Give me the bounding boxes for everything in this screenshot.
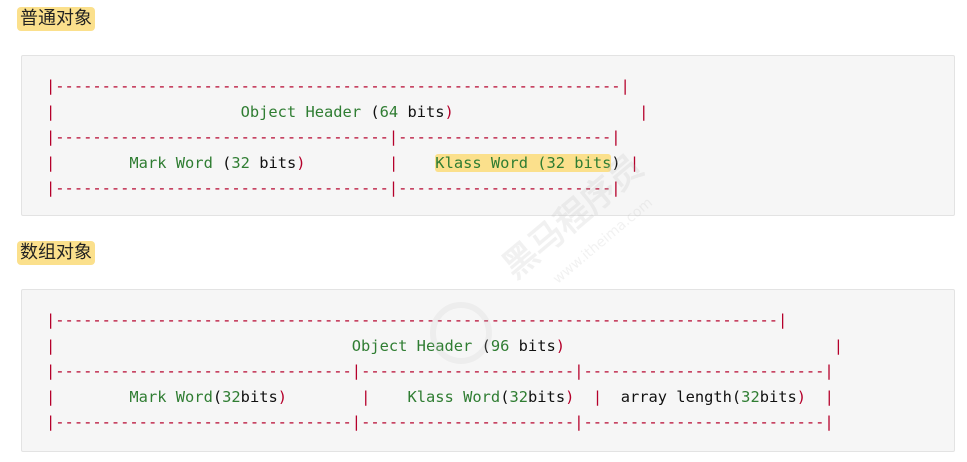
code-line: | Mark Word(32bits) | Klass Word(32bits)… xyxy=(46,387,834,406)
code-line: |------------------------------------|--… xyxy=(46,179,621,197)
code-line: | Object Header (96 bits) | xyxy=(46,336,843,355)
code-block-normal-object: |---------------------------------------… xyxy=(21,55,955,216)
code-diagram-array-object: |---------------------------------------… xyxy=(46,308,843,436)
code-diagram-normal-object: |---------------------------------------… xyxy=(46,74,648,202)
section-title-normal-object: 普通对象 xyxy=(17,7,95,31)
code-line: | Mark Word (32 bits) | Klass Word (32 b… xyxy=(46,153,640,172)
section-title-array-object: 数组对象 xyxy=(17,241,95,265)
highlighted-klass-word: Klass Word (32 bits xyxy=(435,153,612,172)
code-line: |--------------------------------|------… xyxy=(46,413,834,431)
code-line: |---------------------------------------… xyxy=(46,311,788,329)
code-line: | Object Header (64 bits) | xyxy=(46,102,649,121)
code-line: |---------------------------------------… xyxy=(46,77,630,95)
code-block-array-object: |---------------------------------------… xyxy=(21,289,955,452)
code-line: |------------------------------------|--… xyxy=(46,128,621,146)
code-line: |--------------------------------|------… xyxy=(46,362,834,380)
